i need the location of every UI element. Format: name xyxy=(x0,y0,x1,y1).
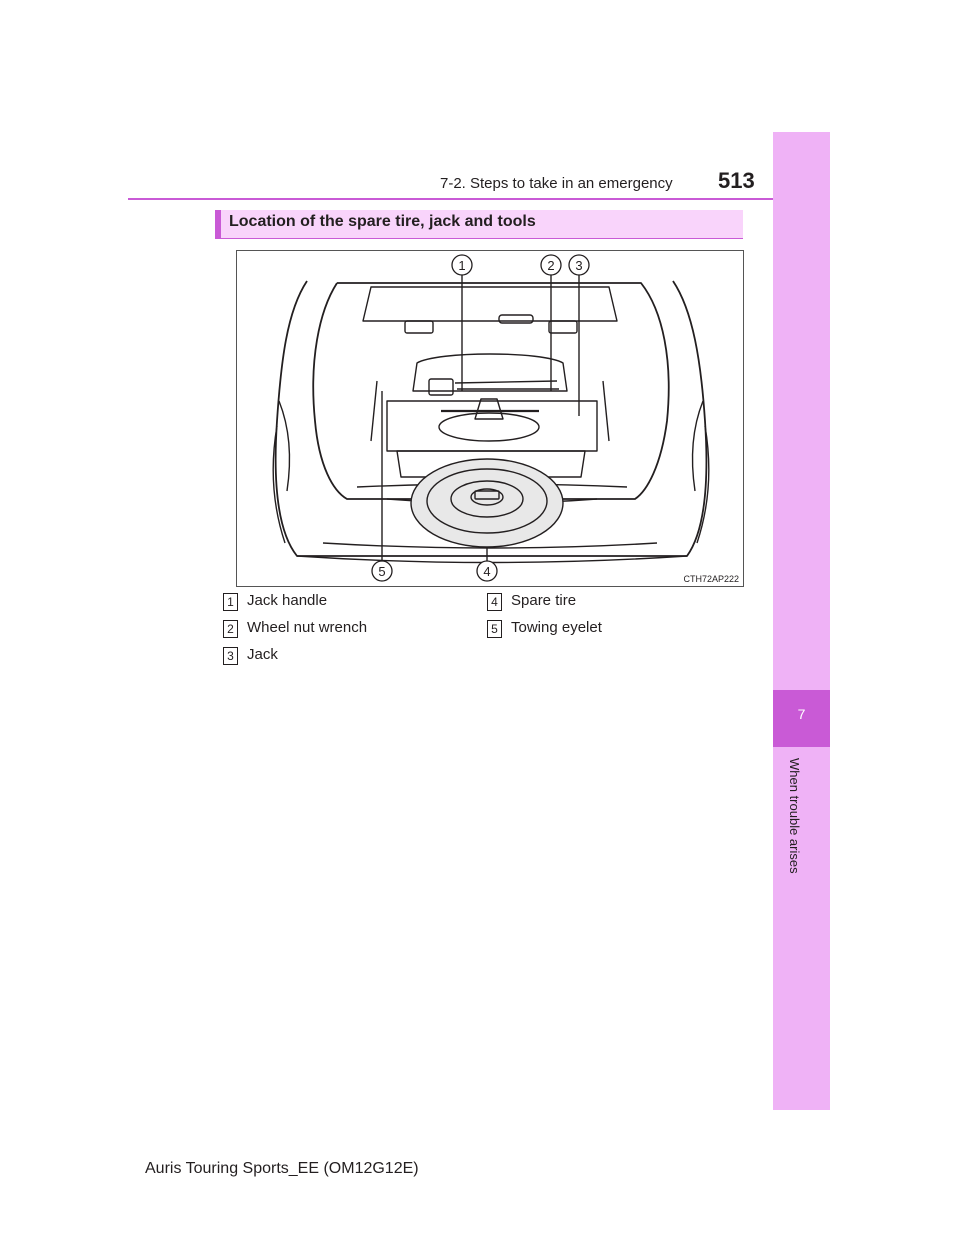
legend-number: 1 xyxy=(223,593,238,611)
callout-4: 4 xyxy=(483,564,490,579)
section-heading-text: Location of the spare tire, jack and too… xyxy=(229,213,536,230)
legend-label: Spare tire xyxy=(511,592,577,609)
legend-number: 3 xyxy=(223,647,238,665)
callout-1: 1 xyxy=(458,258,465,273)
legend-number: 2 xyxy=(223,620,238,638)
legend-label: Jack xyxy=(247,646,278,663)
section-heading: Location of the spare tire, jack and too… xyxy=(215,210,743,238)
figure-code: CTH72AP222 xyxy=(683,574,739,584)
footer-model-code: Auris Touring Sports_EE (OM12G12E) xyxy=(145,1160,419,1177)
legend-label: Jack handle xyxy=(247,592,328,609)
heading-underline xyxy=(215,238,743,239)
legend-number: 4 xyxy=(487,593,502,611)
car-trunk-drawing: 1 2 3 4 5 xyxy=(272,254,710,582)
cargo-area-illustration: 1 2 3 4 5 CTH72AP222 xyxy=(236,250,744,587)
page-number: 513 xyxy=(718,168,755,193)
chapter-number-block xyxy=(773,690,830,747)
callout-3: 3 xyxy=(575,258,582,273)
legend-label: Towing eyelet xyxy=(511,619,602,636)
header-rule xyxy=(128,198,830,200)
legend-label: Wheel nut wrench xyxy=(247,619,368,636)
chapter-side-tab xyxy=(773,132,830,1110)
running-header: 7-2. Steps to take in an emergency xyxy=(440,175,673,192)
chapter-number: 7 xyxy=(797,706,806,722)
callout-5: 5 xyxy=(378,564,385,579)
legend-number: 5 xyxy=(487,620,502,638)
heading-accent-bar xyxy=(215,210,221,238)
chapter-title: When trouble arises xyxy=(787,758,802,874)
callout-2: 2 xyxy=(547,258,554,273)
